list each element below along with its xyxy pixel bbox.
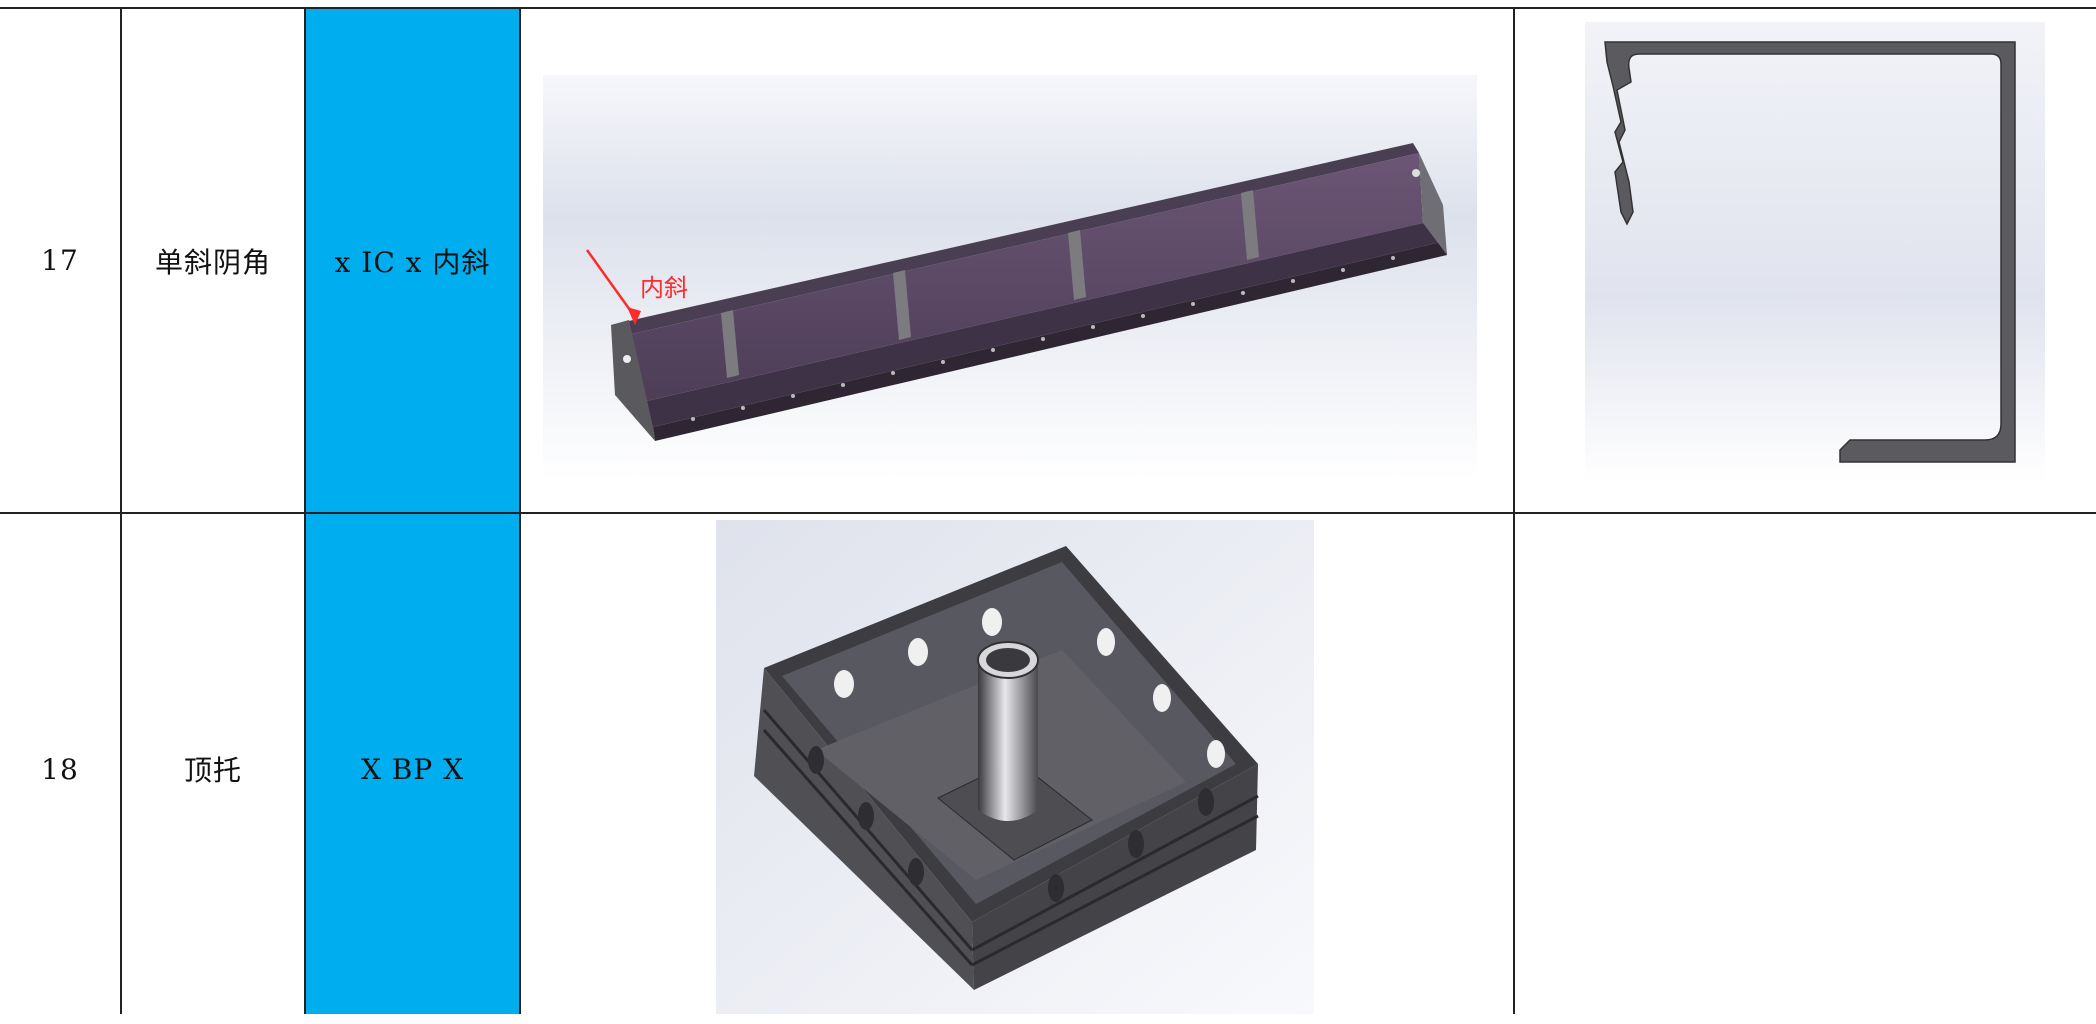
inner-corner-3d-model-image (543, 75, 1477, 480)
code-cell-background (306, 514, 519, 1014)
row-number: 18 (41, 752, 79, 786)
part-name: 单斜阴角 (154, 245, 271, 279)
profile-section-image (1585, 22, 2045, 482)
col-divider (519, 7, 521, 1014)
col-divider (120, 7, 122, 1014)
part-name: 顶托 (183, 754, 242, 787)
row-number: 17 (41, 244, 79, 277)
part-code: x IC x 内斜 (334, 245, 491, 279)
top-support-3d-model-image (716, 520, 1314, 1014)
col-divider (1513, 7, 1515, 1014)
row-divider (0, 512, 2096, 514)
col-divider (304, 7, 306, 1014)
part-code: X BP X (360, 752, 465, 786)
code-cell-background (306, 9, 519, 512)
inner-slope-annotation: 内斜 (640, 274, 688, 302)
table-border-top (0, 7, 2096, 9)
